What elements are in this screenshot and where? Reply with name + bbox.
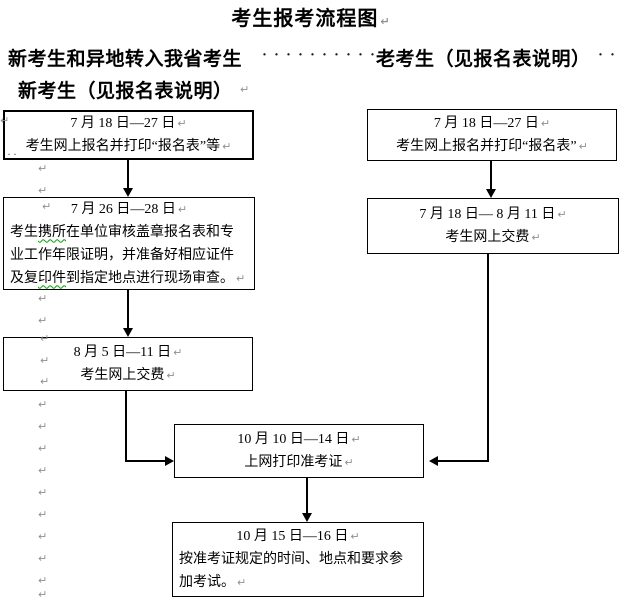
paragraph-mark-icon: ↵ <box>240 83 250 96</box>
paragraph-mark-icon: ↵ <box>177 117 187 130</box>
paragraph-mark-icon: ↵ <box>38 574 48 587</box>
spellcheck-underline: 印件 <box>38 270 66 286</box>
paragraph-mark-icon: ↵ <box>578 140 588 153</box>
flow-box-right-register: 7 月 18 日—27 日↵ 考生网上报名并打印“报名表”↵ <box>367 109 617 161</box>
flow-box-left-onsite-review: 7 月 26 日—28 日↵ 考生携所在单位审核盖章报名表和专 业工作年限证明，… <box>3 197 255 290</box>
paragraph-mark-icon: ↵ <box>38 552 48 565</box>
box-date-line: 7 月 18 日— 8 月 11 日↵ <box>419 207 567 222</box>
arrowhead-down-icon <box>302 513 312 522</box>
paragraph-mark-icon: ↵ <box>38 530 48 543</box>
paragraph-mark-icon: ↵ <box>237 576 247 589</box>
arrow-stem <box>490 161 492 190</box>
paragraph-mark-icon: ↵ <box>380 15 391 28</box>
box-date-line: 7 月 26 日—28 日↵ <box>70 201 188 217</box>
flow-box-take-exam: 10 月 15 日—16 日↵ 按准考证规定的时间、地点和要求参 加考试。↵ <box>172 522 424 597</box>
arrowhead-down-icon <box>486 189 496 198</box>
box-text-line: 考生网上交费↵ <box>80 368 176 383</box>
paragraph-mark-icon: ↵ <box>40 354 50 367</box>
paragraph-mark-icon: ↵ <box>38 508 48 521</box>
paragraph-mark-icon: ↵ <box>557 208 567 221</box>
paragraph-mark-icon: ↵ <box>40 332 50 345</box>
paragraph-mark-icon: ↵ <box>38 162 48 175</box>
paragraph-mark-icon: ↵ <box>38 464 48 477</box>
paragraph-mark-icon: ↵ <box>38 314 48 327</box>
paragraph-mark-icon: ↵ <box>222 140 232 153</box>
paragraph-mark-icon: ↵ <box>350 530 360 543</box>
paragraph-mark-icon: ↵ <box>173 346 183 359</box>
paragraph-mark-icon: ↵ <box>531 231 541 244</box>
paragraph-mark-icon: ↵ <box>177 202 188 216</box>
page-title-text: 考生报考流程图 <box>231 8 379 30</box>
box-text-line: 及复印件到指定地点进行现场审查。↵ <box>10 270 246 286</box>
box-text-line: 业工作年限证明，并准备好相应证件 <box>10 247 234 263</box>
paragraph-mark-icon: ↵ <box>42 200 52 213</box>
arrow-stem <box>487 254 489 462</box>
arrowhead-down-icon <box>123 188 133 197</box>
box-text-line: 考生网上报名并打印“报名表”等↵ <box>25 139 232 154</box>
branch-label-old-candidates: 老考生（见报名表说明） <box>376 49 591 70</box>
arrowhead-down-icon <box>123 328 133 337</box>
paragraph-mark-icon: ↵ <box>0 114 10 127</box>
paragraph-mark-icon: ↵ <box>38 184 48 197</box>
box-text-line: 加考试。↵ <box>179 575 247 590</box>
arrow-stem <box>438 460 489 462</box>
branch-label-new-candidates: 新考生（见报名表说明） <box>18 81 233 102</box>
paragraph-mark-icon: ↵ <box>38 420 48 433</box>
arrow-stem <box>125 391 127 462</box>
paragraph-mark-icon: ↵ <box>38 442 48 455</box>
paragraph-mark-icon: ↵ <box>236 271 246 285</box>
box-text-line: 考生网上交费↵ <box>445 230 541 245</box>
paragraph-mark-icon: ↵ <box>344 456 354 469</box>
page-title: 考生报考流程图↵ <box>0 2 622 31</box>
box-date-line: 7 月 18 日—27 日↵ <box>433 116 551 131</box>
arrowhead-right-icon <box>165 456 174 466</box>
flow-box-right-pay-online: 7 月 18 日— 8 月 11 日↵ 考生网上交费↵ <box>367 198 619 254</box>
box-text-line: 考生携所在单位审核盖章报名表和专 <box>10 224 234 240</box>
box-date-line: 7 月 18 日—27 日↵ <box>70 116 187 131</box>
paragraph-mark-icon: ↵ <box>166 369 176 382</box>
box-date-line: 10 月 15 日—16 日↵ <box>236 529 360 544</box>
paragraph-mark-icon: ↵ <box>38 588 48 601</box>
flow-box-left-register: ·· 7 月 18 日—27 日↵ 考生网上报名并打印“报名表”等↵ <box>3 110 254 161</box>
dotted-leader-trailing: ··· <box>598 47 622 63</box>
box-text-line: 上网打印准考证↵ <box>244 455 354 470</box>
paragraph-mark-icon: ↵ <box>38 292 48 305</box>
arrow-stem <box>127 160 129 190</box>
flow-box-print-ticket: 10 月 10 日—14 日↵ 上网打印准考证↵ <box>174 424 424 478</box>
arrow-stem <box>125 460 166 462</box>
paragraph-mark-icon: ↵ <box>38 486 48 499</box>
box-text-line: 按准考证规定的时间、地点和要求参 <box>179 552 403 567</box>
box-date-line: 8 月 5 日—11 日↵ <box>73 345 183 360</box>
box-date-line: 10 月 10 日—14 日↵ <box>237 432 361 447</box>
paragraph-mark-icon: ↵ <box>40 375 50 388</box>
box-text-line: 考生网上报名并打印“报名表”↵ <box>396 139 588 154</box>
spellcheck-underline: 携所 <box>38 224 66 240</box>
arrow-stem <box>306 478 308 514</box>
leader-dots-icon: ·· <box>7 147 19 161</box>
arrowhead-left-icon <box>429 456 438 466</box>
paragraph-mark-icon: ↵ <box>351 433 361 446</box>
dotted-leader-middle: ·········· <box>262 47 383 63</box>
branch-label-new-and-transfer: 新考生和异地转入我省考生 <box>8 49 243 70</box>
arrow-stem <box>127 290 129 329</box>
flow-box-left-pay-online: 8 月 5 日—11 日↵ 考生网上交费↵ <box>3 337 253 391</box>
paragraph-mark-icon: ↵ <box>540 117 551 130</box>
paragraph-mark-icon: ↵ <box>38 398 48 411</box>
